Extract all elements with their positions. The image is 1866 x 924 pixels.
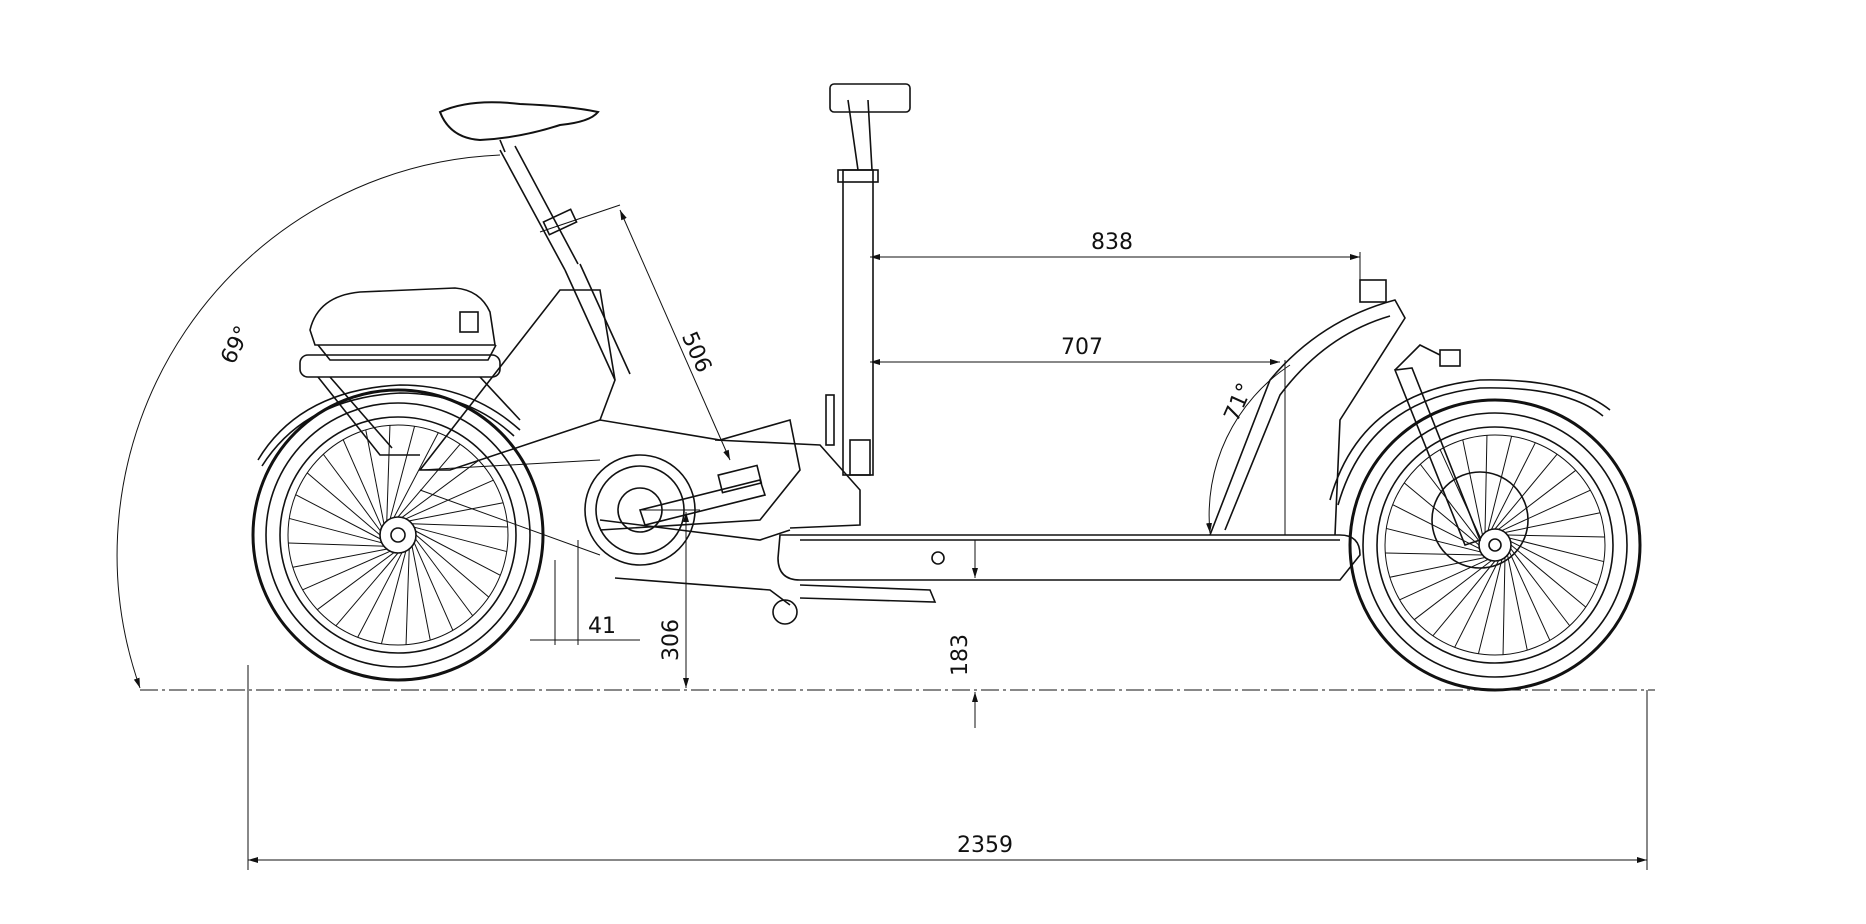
spoke [401, 459, 480, 518]
spoke [413, 542, 454, 631]
spoke [295, 494, 381, 540]
spoke [415, 538, 474, 617]
spoke [1477, 559, 1503, 654]
cargo-front-wall [1209, 279, 1406, 536]
spoke [393, 432, 439, 518]
spoke [1502, 557, 1506, 655]
spoke [380, 551, 407, 644]
dim-platform-height-label: 183 [948, 634, 973, 676]
spoke [1399, 558, 1489, 601]
dim-wheelbase-label: 2359 [957, 833, 1013, 858]
spoke [412, 523, 508, 528]
spoke [389, 426, 416, 519]
spoke [1509, 537, 1604, 563]
spoke [405, 479, 494, 520]
spoke [1484, 435, 1488, 533]
spoke [1508, 551, 1551, 641]
spoke [1392, 504, 1480, 550]
front-wheel [1348, 398, 1642, 692]
rear-fender [257, 384, 521, 461]
saddle [438, 101, 600, 153]
spoke [1487, 436, 1513, 531]
spoke [415, 534, 490, 598]
spoke [1507, 554, 1528, 651]
spoke [1510, 548, 1571, 627]
dim-seat-tube: 506 [539, 204, 731, 461]
spoke [397, 443, 461, 518]
spoke [415, 530, 501, 576]
dim-seat-angle-label: 69° [216, 322, 256, 368]
spoke [316, 552, 395, 611]
spoke [1403, 482, 1480, 546]
spoke [405, 549, 410, 645]
dim-saddle-reach-label: 838 [1091, 230, 1133, 255]
spoke [1386, 527, 1481, 553]
spoke [1389, 557, 1486, 578]
cargo-platform [777, 534, 1361, 581]
front-fork [1393, 344, 1482, 546]
spoke [414, 526, 507, 553]
dim-front-angle: 71° [1206, 360, 1291, 535]
spoke [1494, 453, 1558, 530]
spoke [322, 453, 381, 532]
rear-wheel [251, 388, 545, 682]
spoke [302, 550, 391, 591]
dim-front-angle-label: 71° [1220, 379, 1259, 425]
spoke [1432, 560, 1496, 637]
spoke [1454, 560, 1500, 648]
spoke [1385, 552, 1483, 556]
dim-platform-height: 183 [948, 540, 1280, 728]
brake-disc [1431, 471, 1529, 569]
spoke [335, 552, 399, 627]
drive-unit [419, 454, 767, 566]
seatpost [499, 145, 631, 381]
spoke [342, 439, 383, 528]
spoke [1507, 534, 1605, 538]
dim-cargo-length: 707 [870, 335, 1280, 365]
spoke [1510, 544, 1587, 608]
kickstand [614, 577, 937, 625]
spoke [411, 546, 431, 641]
spoke [357, 552, 403, 638]
spoke [1501, 489, 1591, 532]
dim-cargo-length-label: 707 [1061, 335, 1103, 360]
dim-bb-height-label: 306 [659, 619, 684, 661]
spoke [386, 425, 391, 521]
spoke [292, 548, 387, 568]
dim-wheelbase: 2359 [247, 665, 1648, 870]
spoke [289, 517, 382, 544]
spoke [1462, 439, 1483, 536]
spoke [1419, 463, 1480, 542]
spoke [1413, 560, 1492, 621]
handlebar-grip [829, 83, 911, 113]
spoke [288, 542, 384, 547]
dim-bb-height: 306 [640, 509, 700, 688]
dim-saddle-reach: 838 [870, 230, 1361, 285]
steering-column [825, 83, 911, 476]
dim-bb-offset: 41 [530, 540, 640, 645]
spoke [1510, 540, 1598, 586]
dim-seat-tube-label: 506 [676, 328, 716, 377]
spoke [1498, 469, 1577, 530]
spoke [1504, 512, 1601, 533]
battery [309, 287, 497, 361]
spoke [409, 502, 504, 522]
dim-bb-offset-label: 41 [588, 614, 616, 639]
spoke [306, 472, 381, 536]
spoke [365, 429, 385, 524]
front-fender [1329, 379, 1611, 501]
